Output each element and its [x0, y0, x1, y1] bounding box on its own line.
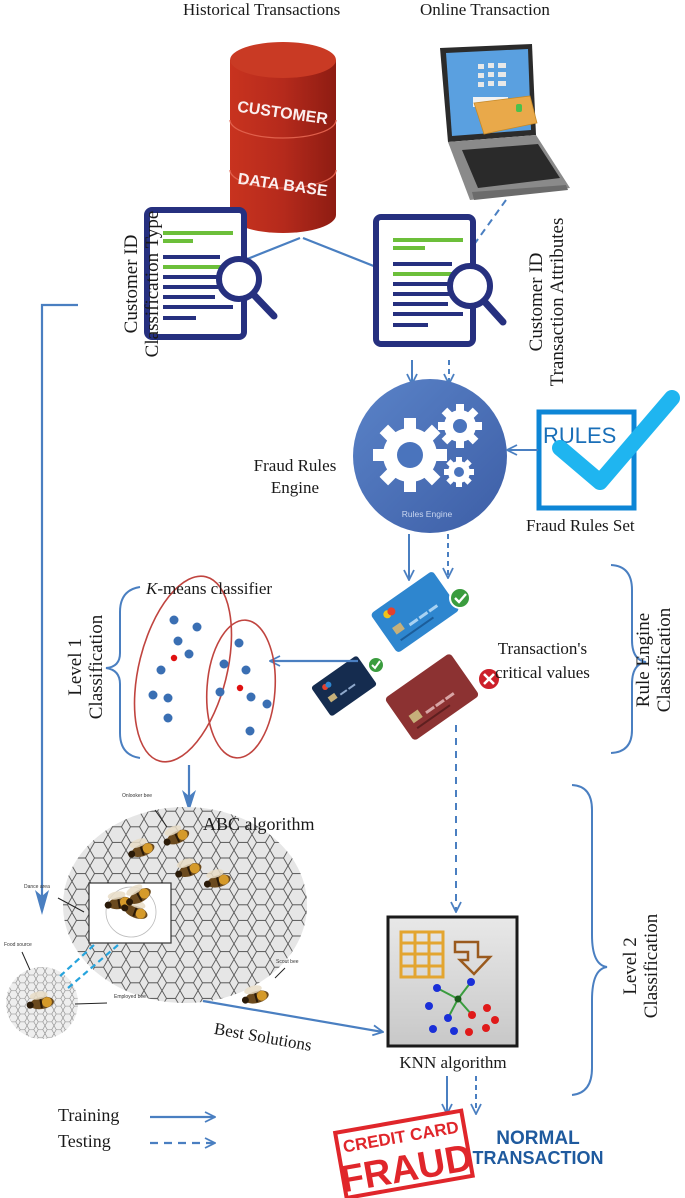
kmeans-point: [219, 659, 229, 669]
kmeans-point: [241, 665, 251, 675]
knn-point-red: [465, 1028, 473, 1036]
legend-training-label: Training: [58, 1105, 120, 1125]
level2-line1: Level 2: [620, 937, 641, 995]
level1-line1: Level 1: [65, 638, 86, 696]
bee-icon: [128, 838, 155, 858]
classification-document-icon: [144, 207, 278, 340]
level1-line2: Classification: [86, 614, 107, 720]
kmeans-k: K: [146, 579, 158, 598]
kmeans-centroid: [236, 684, 244, 692]
laptop-card-icon: [440, 44, 570, 200]
knn-point-red: [482, 1024, 490, 1032]
knn-point-red: [491, 1016, 499, 1024]
food-source-label: Food source: [4, 942, 32, 948]
bee-icon: [175, 858, 202, 878]
bee-icon: [126, 884, 151, 906]
arrowhead-down-icon: [182, 790, 196, 812]
knn-point-blue: [450, 1027, 458, 1035]
normal-transaction-line2: TRANSACTION: [473, 1148, 604, 1168]
kmeans-point: [184, 649, 194, 659]
knn-algorithm-icon: [386, 915, 519, 1048]
kmeans-point: [262, 699, 272, 709]
attributes-doc-label-line1: Customer ID: [526, 252, 547, 352]
knn-point-blue: [429, 1025, 437, 1033]
arrow-online-to-attributes-doc: [450, 199, 507, 278]
kmeans-point: [173, 636, 183, 646]
knn-point-blue: [444, 1014, 452, 1022]
arrow-abc-to-knn: [202, 999, 383, 1032]
knn-algorithm-label: KNN algorithm: [399, 1053, 507, 1072]
kmeans-point: [163, 693, 173, 703]
bee-icon: [163, 825, 190, 846]
critical-values-line2: critical values: [495, 663, 590, 682]
online-transaction-label: Online Transaction: [420, 0, 550, 19]
historical-transactions-label: Historical Transactions: [183, 0, 341, 19]
kmeans-clusters: [133, 575, 277, 763]
legend-testing-label: Testing: [58, 1131, 111, 1151]
level2-classification-label: Level 2 Classification: [620, 906, 664, 1026]
classification-doc-label: Customer ID Classification Type: [121, 179, 165, 389]
rule-engine-classification-line1: Rule Engine: [633, 612, 654, 708]
rule-engine-bracket: [610, 564, 647, 754]
onlooker-bee-label: Onlooker bee: [122, 793, 153, 799]
employed-bee-label: Employed bee: [114, 994, 146, 1000]
attributes-document-icon: [373, 214, 507, 347]
bee-icon: [26, 991, 54, 1010]
fraud-rules-engine-line2: Engine: [270, 478, 320, 497]
critical-values-label: Transaction's critical values: [495, 637, 590, 685]
cluster-ellipse: [205, 619, 277, 759]
rules-set-icon: RULES: [536, 390, 680, 511]
fraud-rules-engine-label: Fraud Rules Engine: [240, 455, 350, 499]
fraud-rules-set-label: Fraud Rules Set: [526, 516, 635, 535]
classification-doc-label-line2: Classification Type: [142, 210, 163, 358]
bee-icon: [241, 985, 269, 1004]
kmeans-classifier-label: K-means classifier: [146, 579, 272, 599]
knn-point-red: [468, 1011, 476, 1019]
abc-algorithm-label: ABC algorithm: [203, 814, 315, 834]
critical-values-line1: Transaction's: [497, 639, 588, 658]
rules-engine-icon: Rules Engine: [353, 379, 507, 533]
kmeans-point: [215, 687, 225, 697]
level1-classification-label: Level 1 Classification: [65, 602, 109, 732]
kmeans-point: [163, 713, 173, 723]
level1-bracket: [105, 586, 141, 759]
knn-point-blue: [425, 1002, 433, 1010]
scout-bee-label: Scout bee: [276, 959, 299, 965]
customer-database-icon: CUSTOMER DATA BASE: [229, 42, 337, 233]
fraud-rules-engine-line1: Fraud Rules: [253, 456, 337, 475]
kmeans-point: [156, 665, 166, 675]
arrowhead-down-icon: [35, 890, 49, 915]
level2-line2: Classification: [641, 913, 662, 1019]
cluster-ellipse: [133, 575, 233, 763]
engine-caption: Rules Engine: [402, 509, 453, 519]
kmeans-point: [245, 726, 255, 736]
normal-transaction-line1: NORMAL: [496, 1128, 580, 1149]
attributes-doc-label: Customer ID Transaction Attributes: [526, 182, 570, 422]
kmeans-point: [192, 622, 202, 632]
dance-area-label: Dance area: [24, 884, 50, 890]
level2-bracket: [571, 784, 608, 1096]
rule-engine-classification-line2: Classification: [654, 607, 675, 713]
kmeans-point: [169, 615, 179, 625]
credit-cards-icon: [311, 572, 501, 740]
rule-engine-classification-label: Rule Engine Classification: [633, 595, 677, 725]
abc-honeycomb-illustration: [6, 807, 307, 1039]
knn-point-red: [483, 1004, 491, 1012]
arrow-classification-to-abc: [40, 303, 78, 900]
credit-card-fraud-stamp: CREDIT CARD FRAUD: [332, 1108, 476, 1198]
kmeans-point: [148, 690, 158, 700]
bee-icon: [203, 869, 231, 888]
knn-point-blue: [433, 984, 441, 992]
kmeans-suffix: -means classifier: [157, 579, 273, 598]
kmeans-point: [234, 638, 244, 648]
kmeans-centroid: [170, 654, 178, 662]
attributes-doc-label-line2: Transaction Attributes: [547, 217, 568, 387]
knn-point-blue: [467, 978, 475, 986]
kmeans-point: [246, 692, 256, 702]
classification-doc-label-line1: Customer ID: [121, 234, 142, 334]
